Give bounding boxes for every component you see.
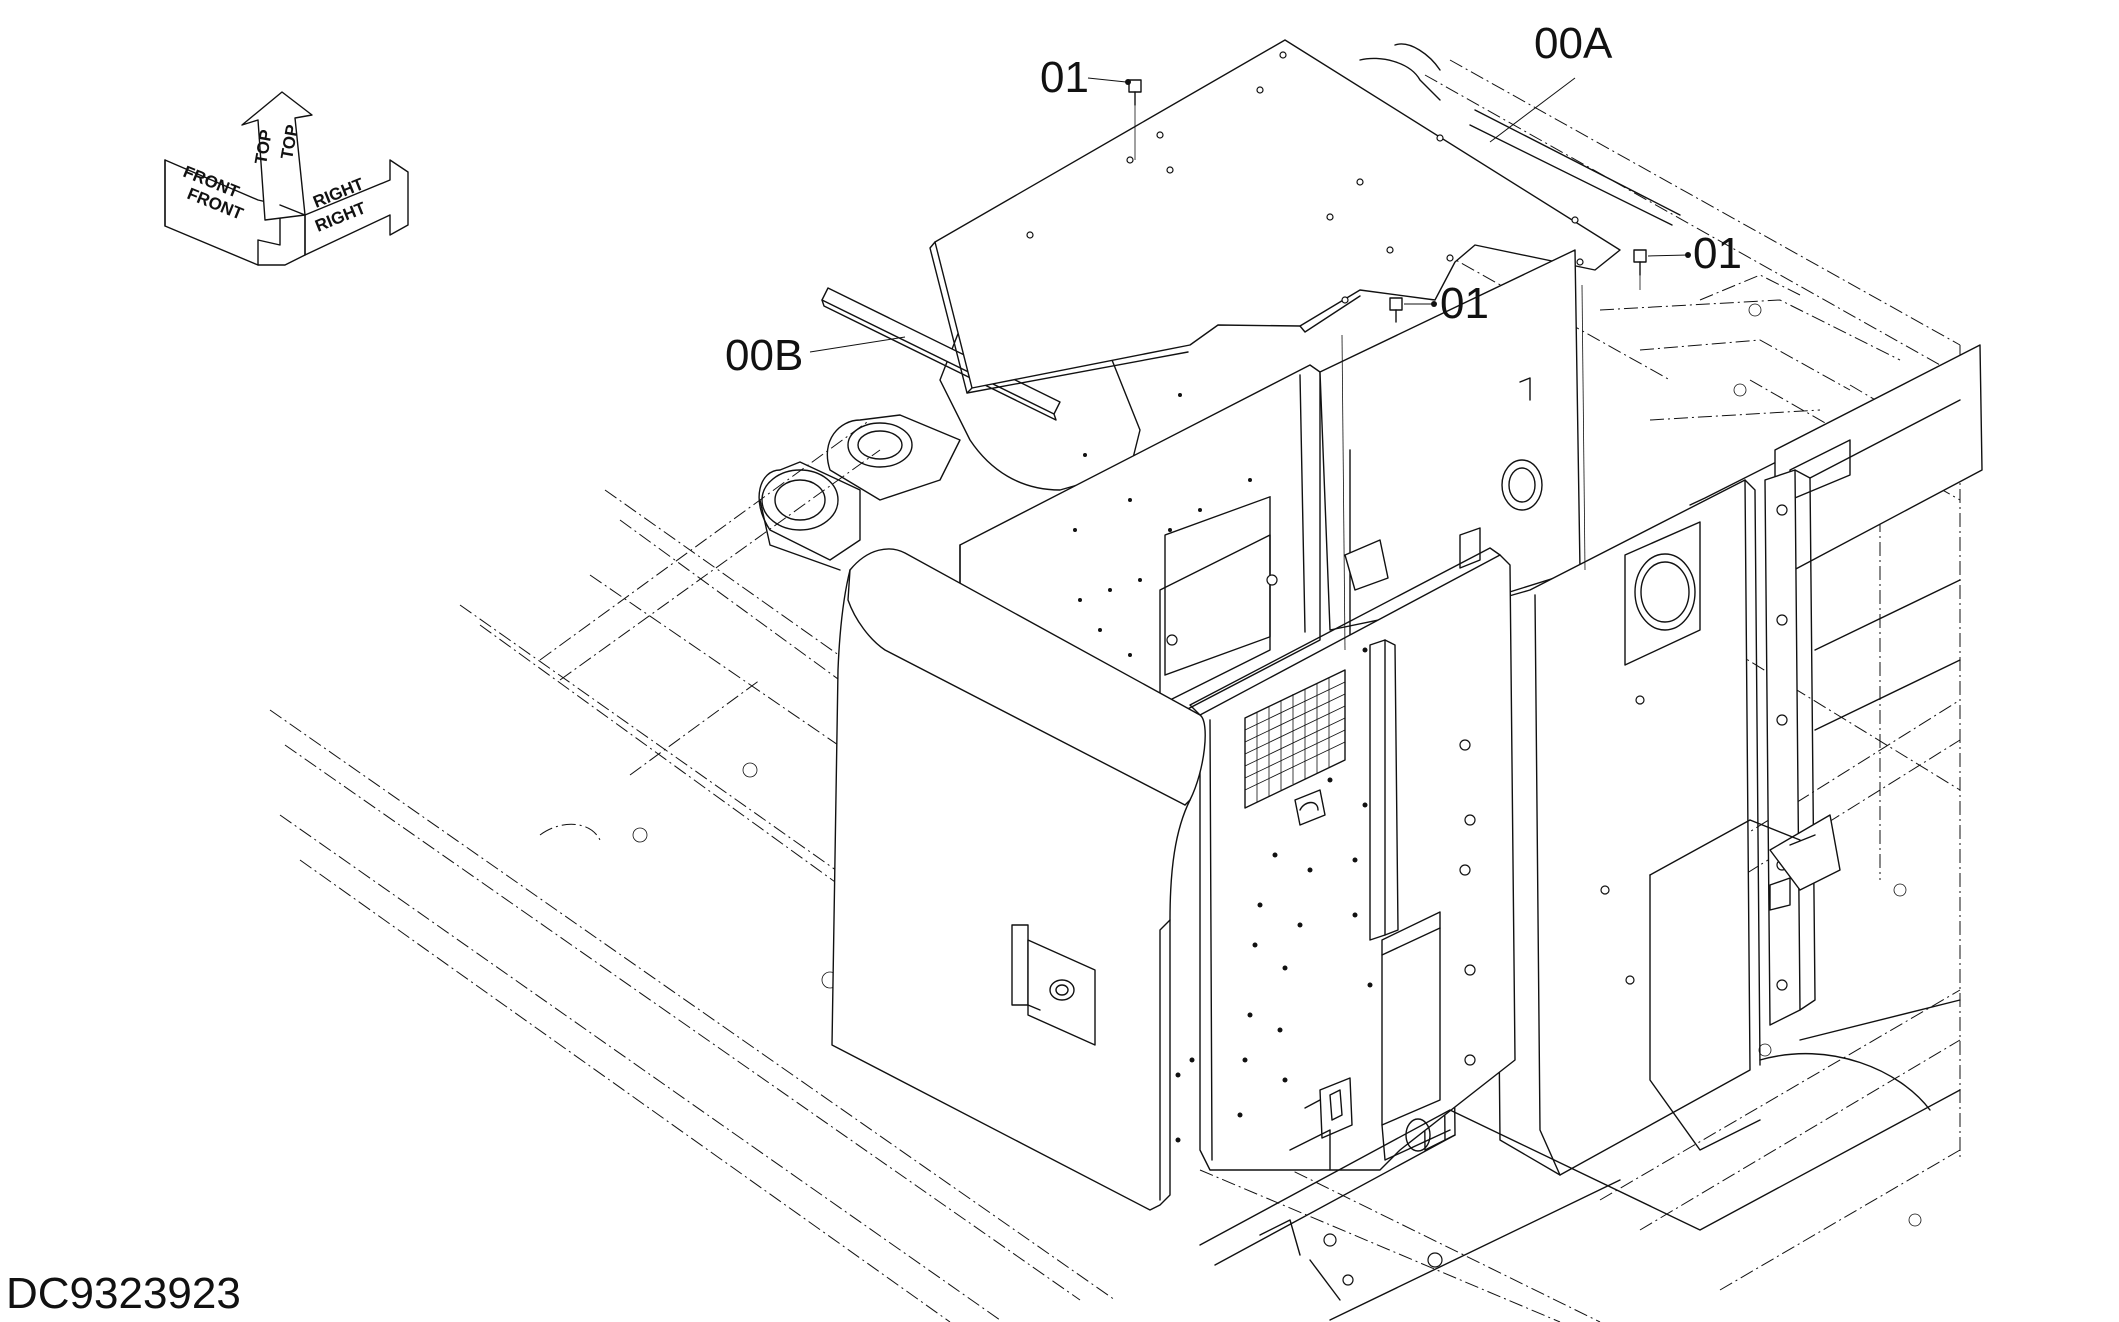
lower-frame <box>1199 1089 1961 1321</box>
leader-00a <box>1489 77 1576 143</box>
bolt-top-icon <box>1128 79 1142 160</box>
callout-00b: 00B <box>725 331 803 380</box>
leader-01-right <box>1647 254 1689 257</box>
bolt-right-icon <box>1633 249 1647 290</box>
leader-00b <box>809 336 906 353</box>
callouts: 00A 00B 01 01 01 <box>725 19 1742 651</box>
middle-panel <box>1189 547 1516 1171</box>
bolt-center-icon <box>1389 297 1403 323</box>
front-arrow-icon <box>164 159 281 266</box>
top-arrow-icon <box>241 91 313 221</box>
callout-00a: 00A <box>1534 19 1613 68</box>
top-cover-plate <box>929 39 1681 394</box>
center-housing <box>959 249 1983 1176</box>
orientation-arrows: FRONT FRONT TOP TOP RIGHT RIGHT <box>164 91 409 266</box>
front-cover <box>831 548 1206 1211</box>
callout-01-center: 01 <box>1440 279 1489 328</box>
leader-01-top <box>1087 77 1127 83</box>
right-arrow-icon <box>304 159 409 256</box>
drawing-number: DC9323923 <box>6 1269 241 1318</box>
chassis-frame <box>269 59 1961 1322</box>
vent-grille <box>1244 669 1346 809</box>
callout-01-right: 01 <box>1693 229 1742 278</box>
callout-01-top: 01 <box>1040 53 1089 102</box>
